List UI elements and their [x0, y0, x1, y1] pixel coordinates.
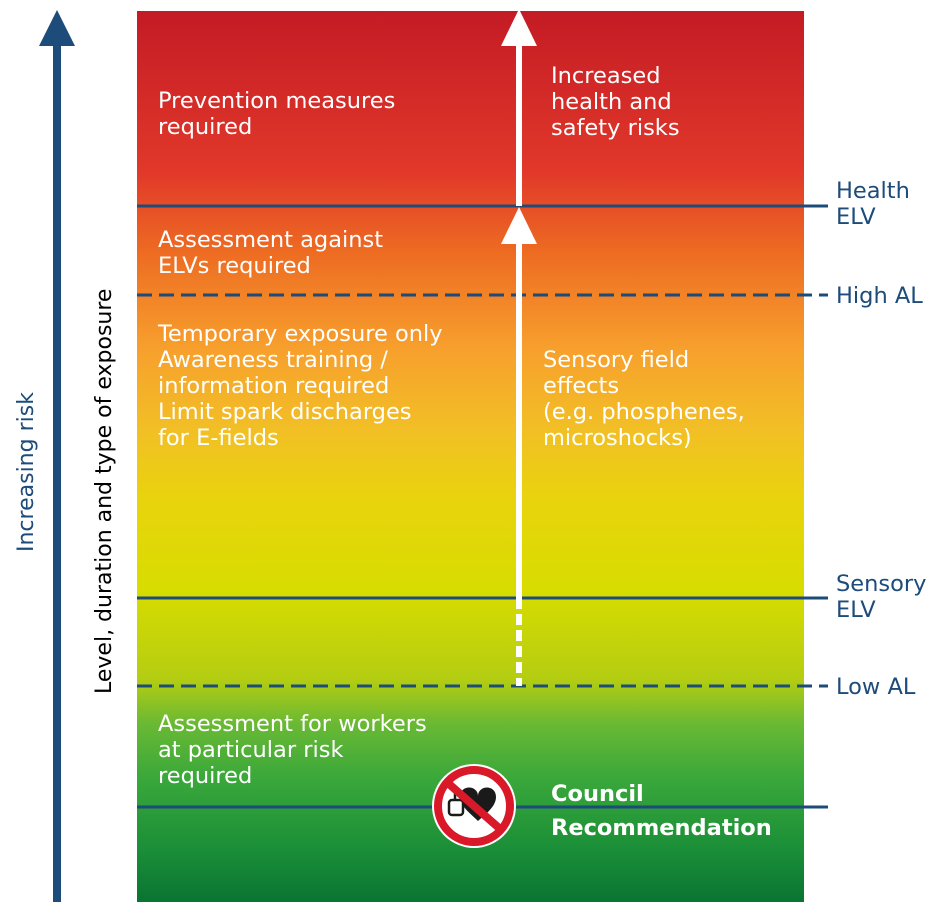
- high-al-label: High AL: [836, 283, 923, 309]
- health-risk-arrow-head: [501, 9, 537, 46]
- health-elv-label: Health ELV: [836, 178, 910, 230]
- council-recommendation-text: Council Recommendation: [551, 781, 772, 841]
- sensory-elv-label: Sensory ELV: [836, 571, 927, 623]
- health-risks-text: Increased health and safety risks: [551, 63, 680, 141]
- prevention-measures-text: Prevention measures required: [158, 88, 396, 140]
- temporary-exposure-text: Temporary exposure only Awareness traini…: [158, 321, 443, 451]
- risk-gradient-panel: [137, 11, 804, 902]
- assessment-elv-text: Assessment against ELVs required: [158, 227, 384, 279]
- no-pacemaker-sign-icon: [432, 764, 516, 848]
- low-al-label: Low AL: [836, 674, 916, 700]
- workers-risk-text: Assessment for workers at particular ris…: [158, 711, 427, 789]
- sensory-effect-arrow-head: [501, 207, 537, 244]
- sensory-effects-text: Sensory field effects (e.g. phosphenes, …: [543, 347, 745, 451]
- increasing-risk-arrow-head: [39, 10, 75, 46]
